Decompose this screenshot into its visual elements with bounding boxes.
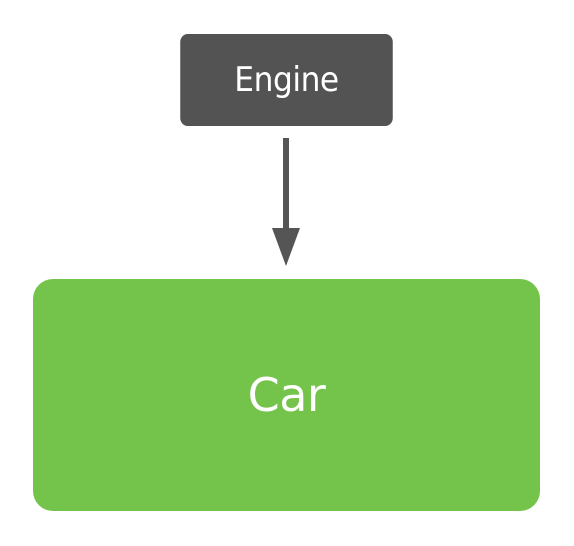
car-node: Car — [33, 279, 540, 511]
engine-node: Engine — [180, 34, 393, 126]
arrow-head — [272, 228, 300, 266]
car-label: Car — [247, 368, 326, 422]
engine-label: Engine — [234, 60, 339, 100]
